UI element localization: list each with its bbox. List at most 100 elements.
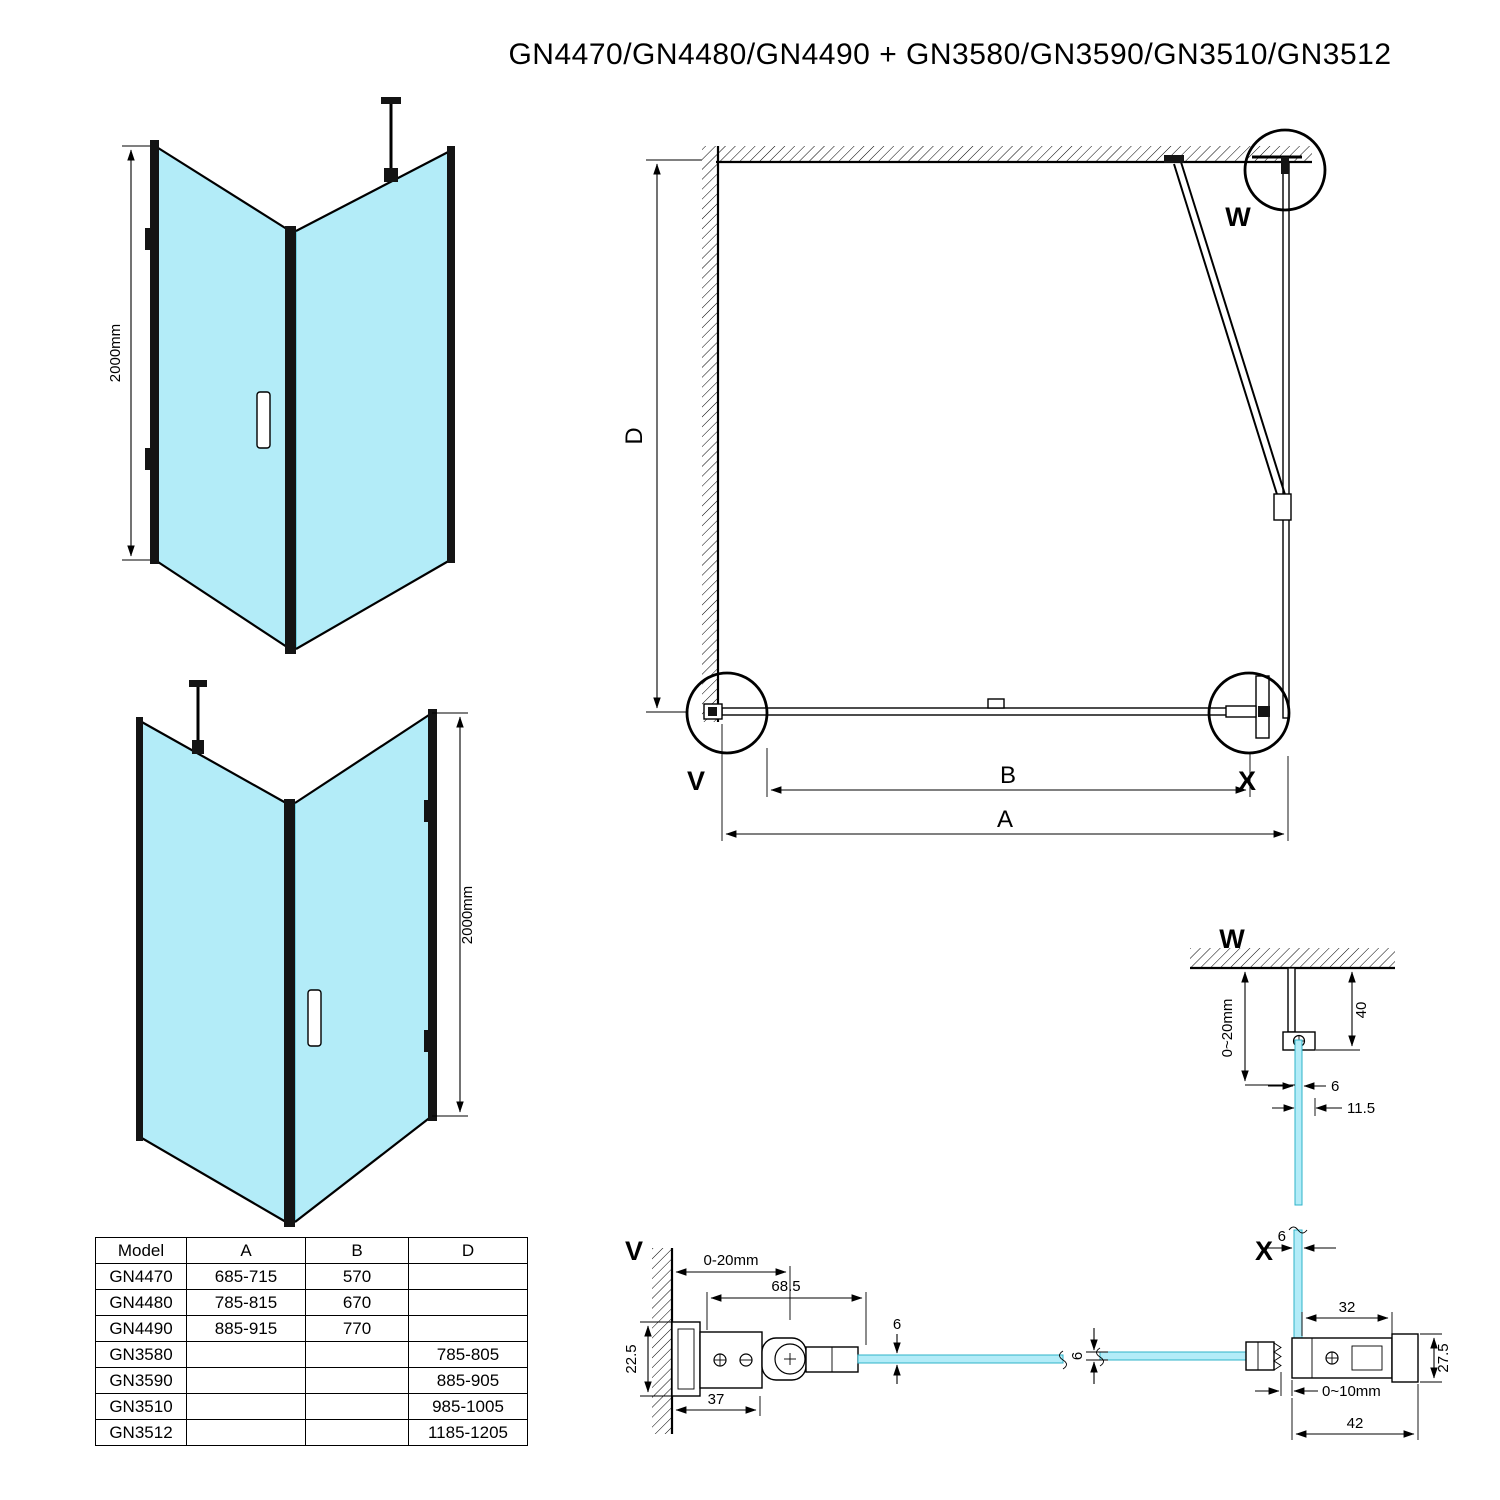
cell-b [305, 1367, 409, 1394]
cell-a: 785-815 [186, 1289, 306, 1316]
cell-d [408, 1263, 528, 1290]
iso2-side-glass [139, 720, 287, 1223]
cell-a [186, 1419, 306, 1446]
cell-a [186, 1341, 306, 1368]
detail-x-label: X [1255, 1236, 1273, 1266]
cell-d: 985-1005 [408, 1393, 528, 1420]
iso1-height-label: 2000mm [107, 324, 124, 382]
detail-x-dim-32: 32 [1339, 1299, 1356, 1316]
iso1-side-glass [295, 149, 453, 650]
cell-d: 1185-1205 [408, 1419, 528, 1446]
iso-view-front: 2000mm [107, 97, 455, 654]
detail-v-slide-profile [699, 1331, 763, 1389]
cell-b: 670 [305, 1289, 409, 1316]
cell-b: 770 [305, 1315, 409, 1342]
detail-w-dim-11-5: 11.5 [1347, 1100, 1375, 1117]
cell-b [305, 1419, 409, 1446]
detail-w-hanger [1287, 967, 1296, 1033]
detail-w-dim-gap: 0~20mm [1219, 999, 1236, 1058]
model-table: Model A B D GN4470 685-715 570 GN4480 78… [95, 1237, 528, 1446]
plan-door-glass [721, 707, 1235, 716]
iso2-ceiling-bracket [189, 680, 207, 687]
table-row: GN4490 885-915 770 [95, 1315, 528, 1342]
cell-d: 885-905 [408, 1367, 528, 1394]
cell-a: 685-715 [186, 1263, 306, 1290]
plan-dim-d: D [621, 427, 648, 444]
plan-left-wall [702, 146, 718, 722]
table-row: GN4470 685-715 570 [95, 1263, 528, 1290]
cell-d [408, 1289, 528, 1316]
cell-model: GN3590 [95, 1367, 187, 1394]
col-header-b: B [305, 1237, 409, 1264]
cell-b: 570 [305, 1263, 409, 1290]
plan-view: W V X D B A [621, 128, 1327, 841]
detail-w-dim-6: 6 [1331, 1078, 1339, 1095]
iso1-corner-post [285, 226, 296, 654]
plan-brace-ceiling-foot [1164, 155, 1184, 163]
detail-w: W 40 0~20mm 6 11.5 [1190, 924, 1395, 1206]
table-row: GN4480 785-815 670 [95, 1289, 528, 1316]
plan-dim-a: A [997, 806, 1013, 833]
detail-x: X 6 32 27.5 [1069, 1226, 1452, 1440]
col-header-a: A [186, 1237, 306, 1264]
table-row: GN3512 1185-1205 [95, 1419, 528, 1446]
table-row: GN3590 885-905 [95, 1367, 528, 1394]
cell-model: GN3512 [95, 1419, 187, 1446]
iso2-height-label: 2000mm [459, 886, 476, 944]
cell-a [186, 1367, 306, 1394]
iso-view-side: 2000mm [136, 680, 476, 1227]
detail-circle-x [1207, 671, 1291, 755]
cell-b [305, 1341, 409, 1368]
plan-brace-clamp [1273, 493, 1292, 521]
table-header-row: Model A B D [95, 1237, 528, 1264]
drawing-title: GN4470/GN4480/GN4490 + GN3580/GN3590/GN3… [508, 38, 1392, 71]
iso1-hinge-post [150, 140, 159, 564]
iso1-ceiling-bracket [381, 97, 401, 104]
table-row: GN3510 985-1005 [95, 1393, 528, 1420]
detail-x-door-glass [1099, 1351, 1247, 1361]
detail-v-dim-6: 6 [893, 1316, 901, 1333]
col-header-d: D [408, 1237, 528, 1264]
plan-top-wall [718, 146, 1312, 162]
cell-model: GN3580 [95, 1341, 187, 1368]
detail-w-dim-40: 40 [1353, 1002, 1370, 1019]
cell-a: 885-915 [186, 1315, 306, 1342]
plan-door-knob [987, 698, 1005, 709]
iso2-door-handle [307, 989, 322, 1047]
detail-v-door-glass [857, 1354, 1064, 1364]
cell-d: 785-805 [408, 1341, 528, 1368]
detail-v-label: V [625, 1236, 643, 1266]
detail-w-ceiling [1190, 948, 1395, 968]
detail-v-wall [652, 1248, 672, 1434]
cell-b [305, 1393, 409, 1420]
plan-marker-w: W [1225, 202, 1251, 232]
plan-marker-x: X [1238, 766, 1256, 796]
detail-x-end-cap [1391, 1333, 1419, 1383]
cell-model: GN4480 [95, 1289, 187, 1316]
plan-marker-v: V [687, 766, 705, 796]
detail-circle-w [1243, 128, 1327, 212]
plan-side-panel [1282, 161, 1290, 719]
detail-x-panel-glass [1293, 1229, 1303, 1339]
plan-dim-b: B [1000, 762, 1016, 789]
detail-circle-v [685, 671, 769, 755]
iso1-door-handle [256, 391, 271, 449]
iso2-corner-post [284, 799, 295, 1227]
iso1-end-post [447, 146, 455, 563]
detail-x-dim-6-top: 6 [1278, 1228, 1286, 1245]
detail-v: V 0-20mm 68.5 [623, 1236, 1067, 1434]
cell-model: GN3510 [95, 1393, 187, 1420]
detail-v-dim-gap: 0-20mm [703, 1252, 758, 1269]
detail-v-dim-22-5: 22.5 [623, 1344, 640, 1373]
detail-x-dim-6-left: 6 [1069, 1352, 1086, 1360]
detail-w-glass [1294, 1039, 1303, 1206]
cell-model: GN4470 [95, 1263, 187, 1290]
detail-x-dim-42: 42 [1347, 1415, 1364, 1432]
cell-d [408, 1315, 528, 1342]
detail-x-dim-gap: 0~10mm [1322, 1383, 1381, 1400]
detail-v-dim-68-5: 68.5 [771, 1278, 800, 1295]
iso2-hinge-post [428, 709, 437, 1121]
table-row: GN3580 785-805 [95, 1341, 528, 1368]
